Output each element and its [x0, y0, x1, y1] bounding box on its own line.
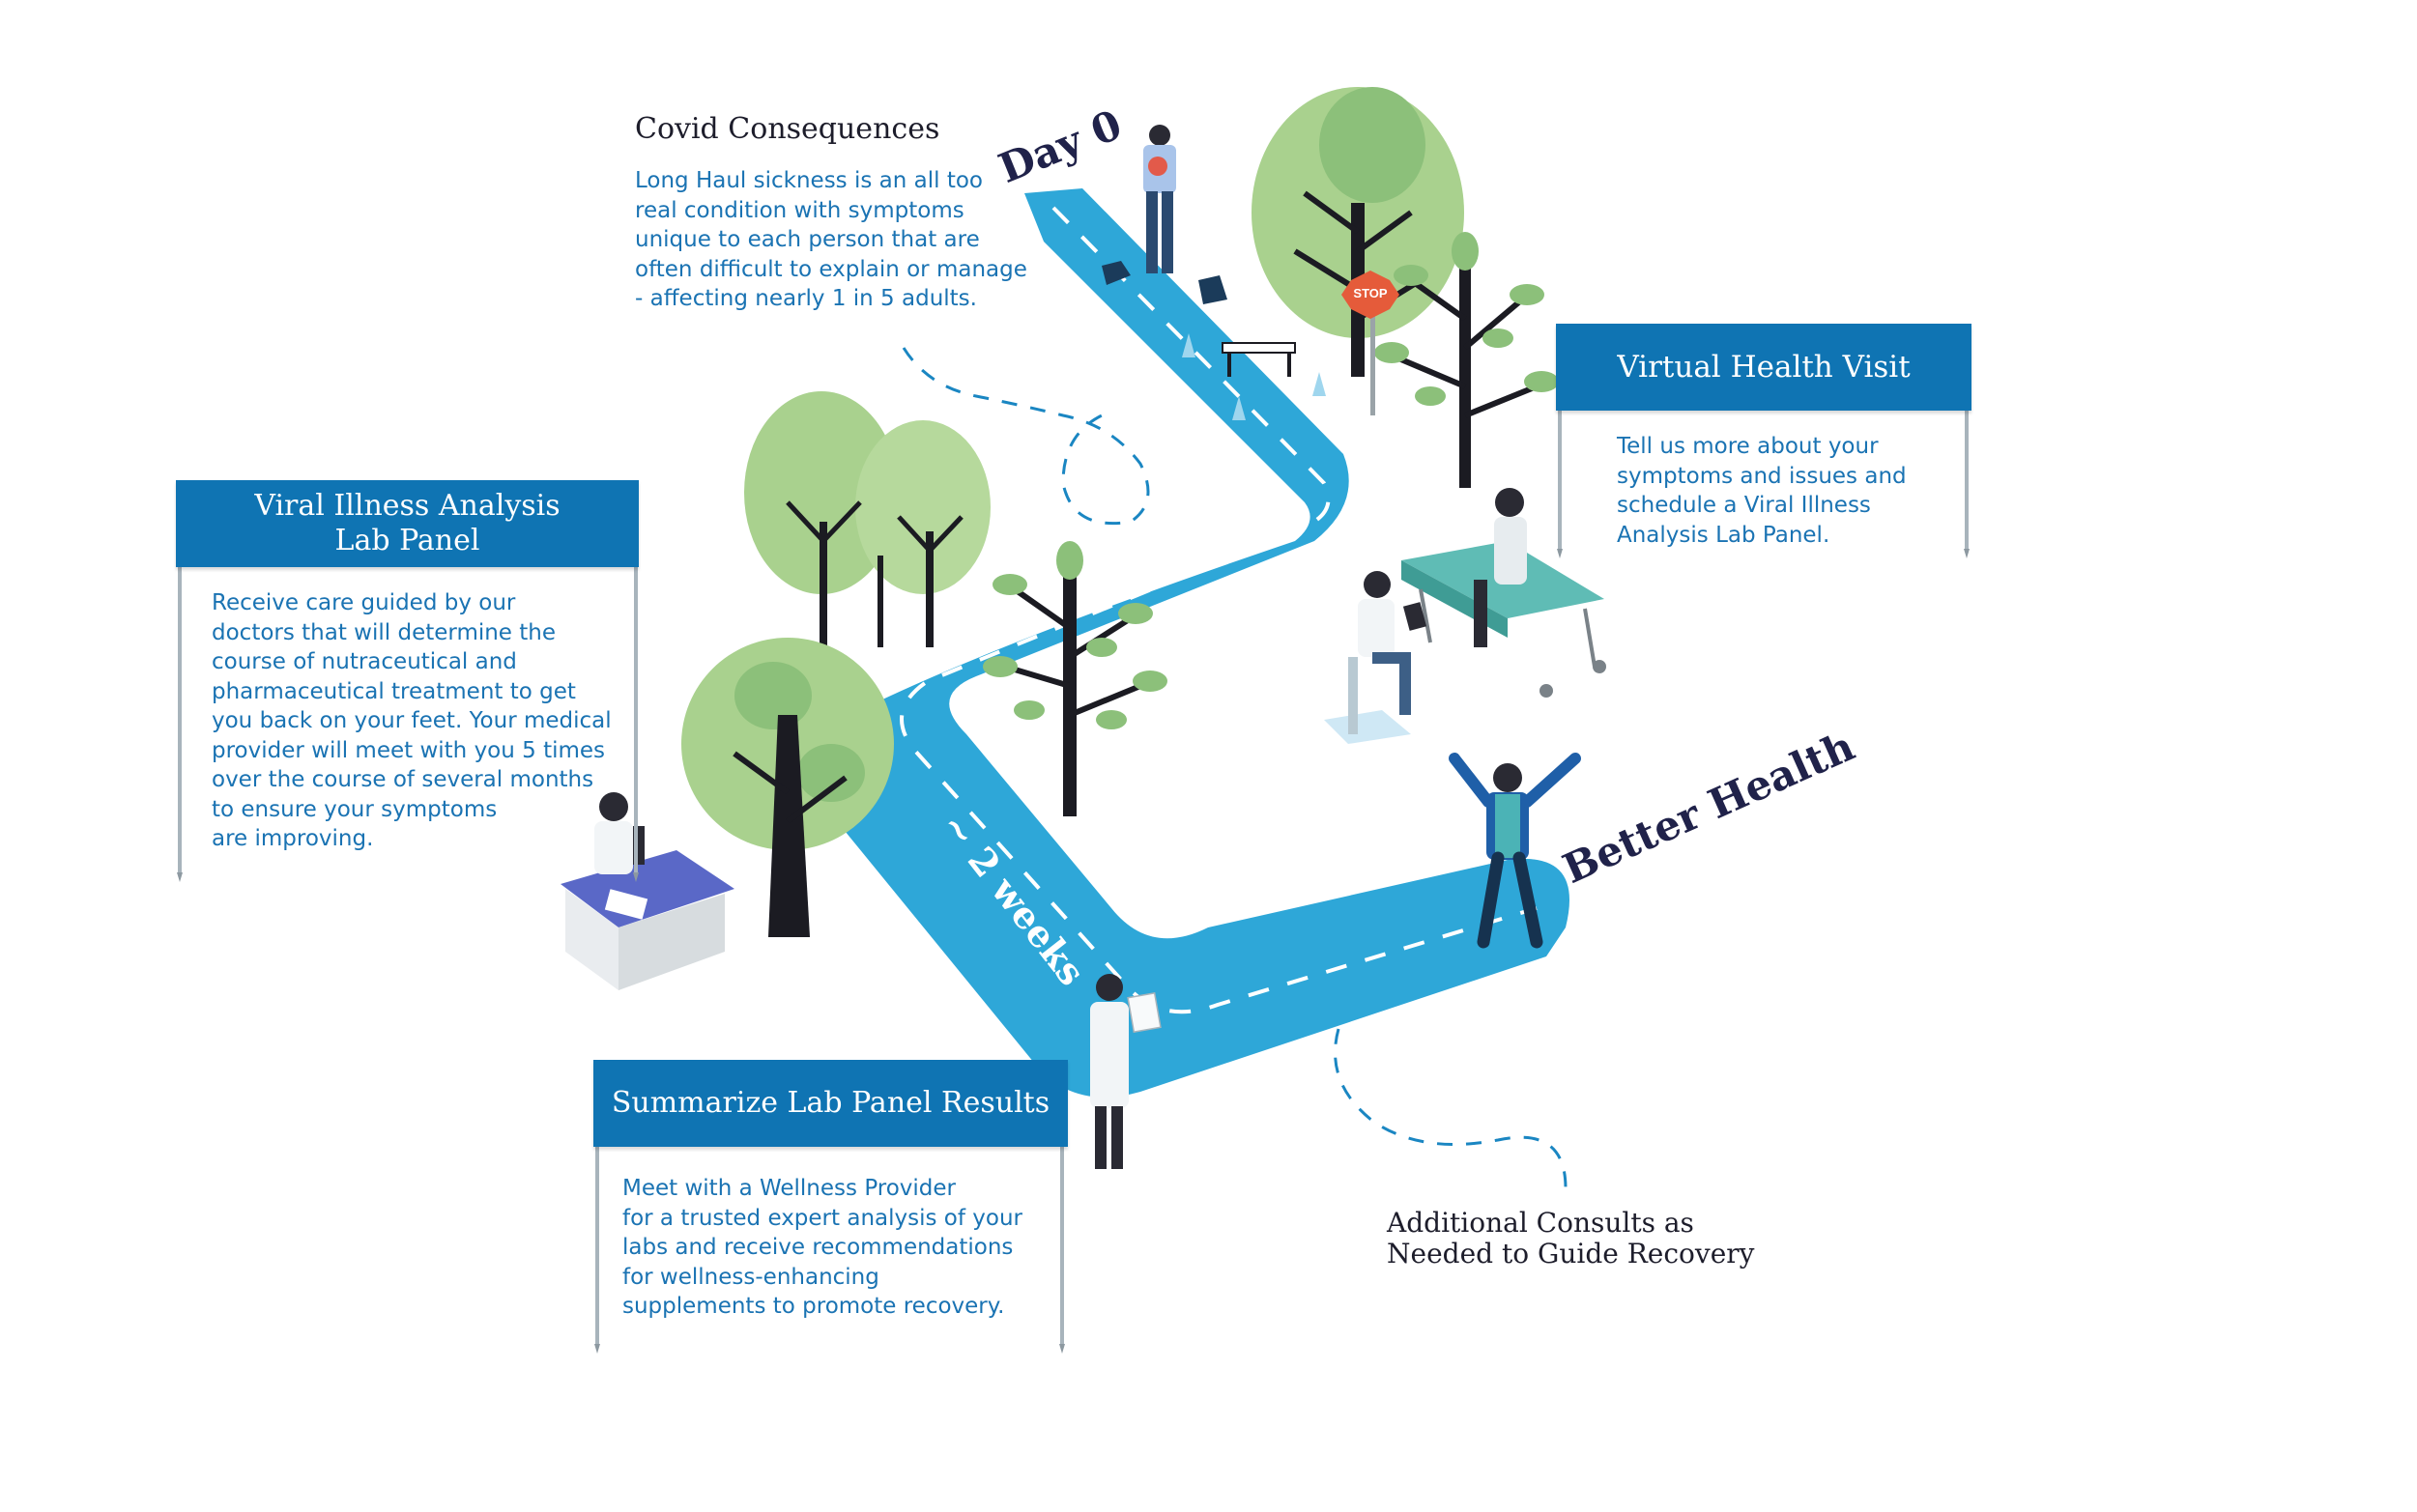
signpost-pole-right [1060, 1145, 1064, 1346]
signpost-pole-left [595, 1145, 599, 1346]
tree-center [983, 541, 1167, 816]
person-sick [1143, 125, 1176, 273]
followup-label: Additional Consults as Needed to Guide R… [1387, 1207, 1755, 1270]
stage-body-lab-panel: Receive care guided by our doctors that … [212, 590, 612, 851]
winding-road [828, 188, 1569, 1098]
stage-body-summarize-results: Meet with a Wellness Provider for a trus… [622, 1176, 1022, 1319]
intro-body: Long Haul sickness is an all too real co… [635, 168, 1027, 311]
tree-top-right [1374, 232, 1559, 488]
dashed-path-followup [1334, 1028, 1568, 1189]
tree-cluster-mid [744, 391, 991, 667]
stage-title-summarize-results: Summarize Lab Panel Results [593, 1060, 1068, 1147]
dashed-path-intro [902, 347, 1150, 526]
doctor-microscope-desk [561, 792, 734, 990]
stop-sign [1341, 271, 1399, 415]
intro-title: Covid Consequences [635, 112, 940, 146]
tree-cluster-top [1252, 87, 1464, 377]
patient-on-gurney [1401, 488, 1606, 698]
road-surface [828, 188, 1569, 1098]
road-centerline [900, 206, 1538, 1014]
signpost-pole-left [178, 565, 182, 874]
person-celebrating [1449, 753, 1581, 949]
tree-left [681, 638, 894, 937]
stage-body-virtual-health-visit: Tell us more about your symptoms and iss… [1617, 434, 1907, 548]
stage-title-virtual-health-visit: Virtual Health Visit [1556, 324, 1971, 411]
signpost-pole-right [1965, 406, 1969, 551]
doctor-standing-clipboard [1090, 974, 1162, 1169]
stage-title-lab-panel: Viral Illness Analysis Lab Panel [176, 480, 639, 567]
doctor-seated-tablet [1324, 571, 1427, 744]
signpost-pole-left [1558, 406, 1562, 551]
stop-sign-label: STOP [1353, 286, 1388, 300]
signpost-pole-right [634, 565, 638, 874]
road-obstacles [1102, 261, 1326, 420]
